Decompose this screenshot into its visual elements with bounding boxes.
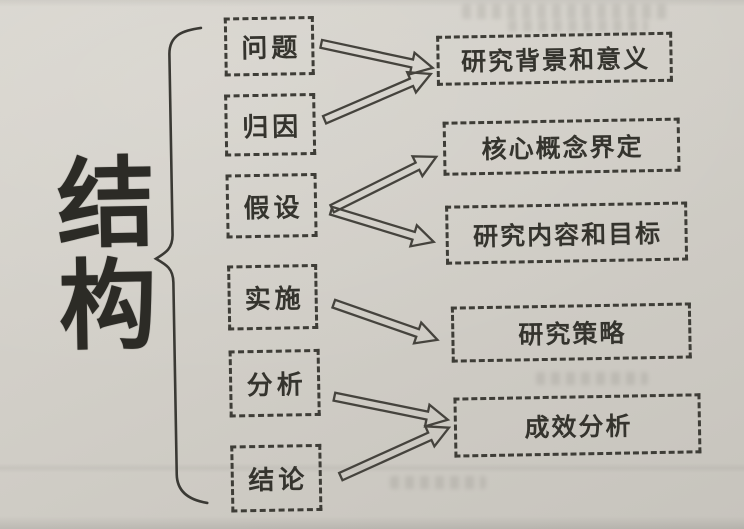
node-analysis: 分析 [228,348,321,418]
node-effect-analysis: 成效分析 [453,393,702,458]
arrow-3 [328,155,439,214]
node-label: 研究内容和目标 [472,220,663,251]
node-label: 分析 [246,370,307,401]
node-research-background: 研究背景和意义 [436,31,673,86]
node-label: 实施 [244,284,305,315]
node-content-goals: 研究内容和目标 [445,201,689,265]
node-label: 归因 [241,111,303,142]
arrow-4 [328,205,437,248]
node-conclusion: 结论 [230,443,323,513]
node-implementation: 实施 [227,263,319,331]
node-label: 研究背景和意义 [460,46,651,77]
bleed-through-mark [390,476,486,489]
bleed-through-mark [462,4,667,19]
node-label: 研究策略 [518,320,627,350]
node-label: 核心概念界定 [481,134,644,165]
arrow-7 [337,425,452,482]
node-label: 假设 [243,192,304,223]
arrow-1 [319,38,436,76]
node-hypothesis: 假设 [225,172,318,239]
arrow-5 [330,298,440,345]
brace-glyph [153,26,209,505]
node-label: 结论 [248,465,309,496]
node-label: 问题 [241,33,302,64]
node-attribution: 归因 [224,92,317,157]
arrow-2 [321,70,434,125]
node-core-concepts: 核心概念界定 [442,117,681,176]
node-research-strategy: 研究策略 [450,302,692,363]
node-label: 成效分析 [524,413,633,443]
root-label: 结构 [41,150,153,357]
bleed-through-mark [536,372,648,385]
bleed-through-mark [508,20,648,32]
node-problem: 问题 [223,15,315,77]
arrow-6 [332,391,451,428]
